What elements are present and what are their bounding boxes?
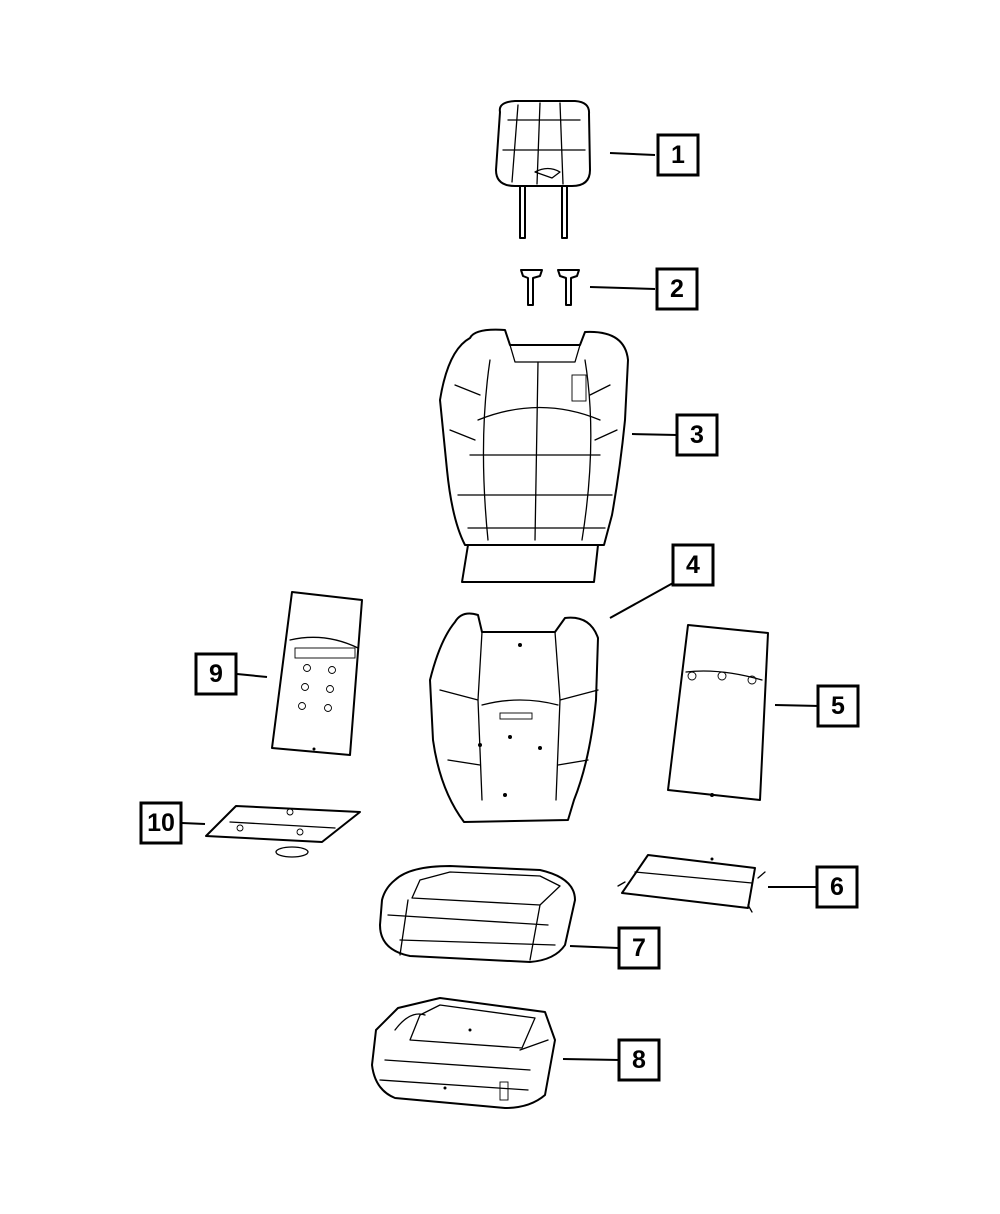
cushion-heater-mat-part <box>205 805 361 858</box>
callout-1: 1 <box>656 133 700 177</box>
seat-back-frame-part <box>429 612 599 823</box>
leader-line-8 <box>562 1058 621 1061</box>
leader-line-3 <box>631 433 678 436</box>
seat-back-cover-part <box>439 328 629 583</box>
back-panel-part <box>667 624 769 801</box>
seat-cushion-cover-part <box>379 865 576 963</box>
callout-6: 6 <box>815 865 859 909</box>
leader-line-10 <box>181 822 206 825</box>
back-heater-mat-part <box>271 591 363 756</box>
callout-9: 9 <box>194 652 238 696</box>
seat-cushion-frame-part <box>371 997 556 1109</box>
callout-2: 2 <box>655 267 699 311</box>
leader-line-2 <box>589 286 656 290</box>
callout-label: 1 <box>671 141 685 169</box>
callout-label: 7 <box>632 934 646 962</box>
leader-line-1 <box>609 152 656 156</box>
callout-4: 4 <box>671 543 715 587</box>
callout-label: 4 <box>686 551 700 579</box>
callout-3: 3 <box>675 413 719 457</box>
leader-lines <box>181 152 821 1061</box>
headrest-guides-part <box>520 269 580 306</box>
callout-label: 2 <box>670 275 684 303</box>
callout-label: 6 <box>830 873 844 901</box>
callout-5: 5 <box>816 684 860 728</box>
callout-10: 10 <box>139 801 183 845</box>
callout-label: 10 <box>147 809 175 837</box>
cushion-panel-part <box>617 854 766 913</box>
headrest-part <box>495 100 591 239</box>
callout-7: 7 <box>617 926 661 970</box>
callout-label: 9 <box>209 660 223 688</box>
leader-line-7 <box>569 945 619 949</box>
leader-line-4 <box>609 582 674 619</box>
callout-label: 5 <box>831 692 845 720</box>
callout-8: 8 <box>617 1038 661 1082</box>
callout-label: 8 <box>632 1046 646 1074</box>
leader-line-9 <box>236 673 268 678</box>
leader-line-5 <box>774 704 821 707</box>
callout-label: 3 <box>690 421 704 449</box>
